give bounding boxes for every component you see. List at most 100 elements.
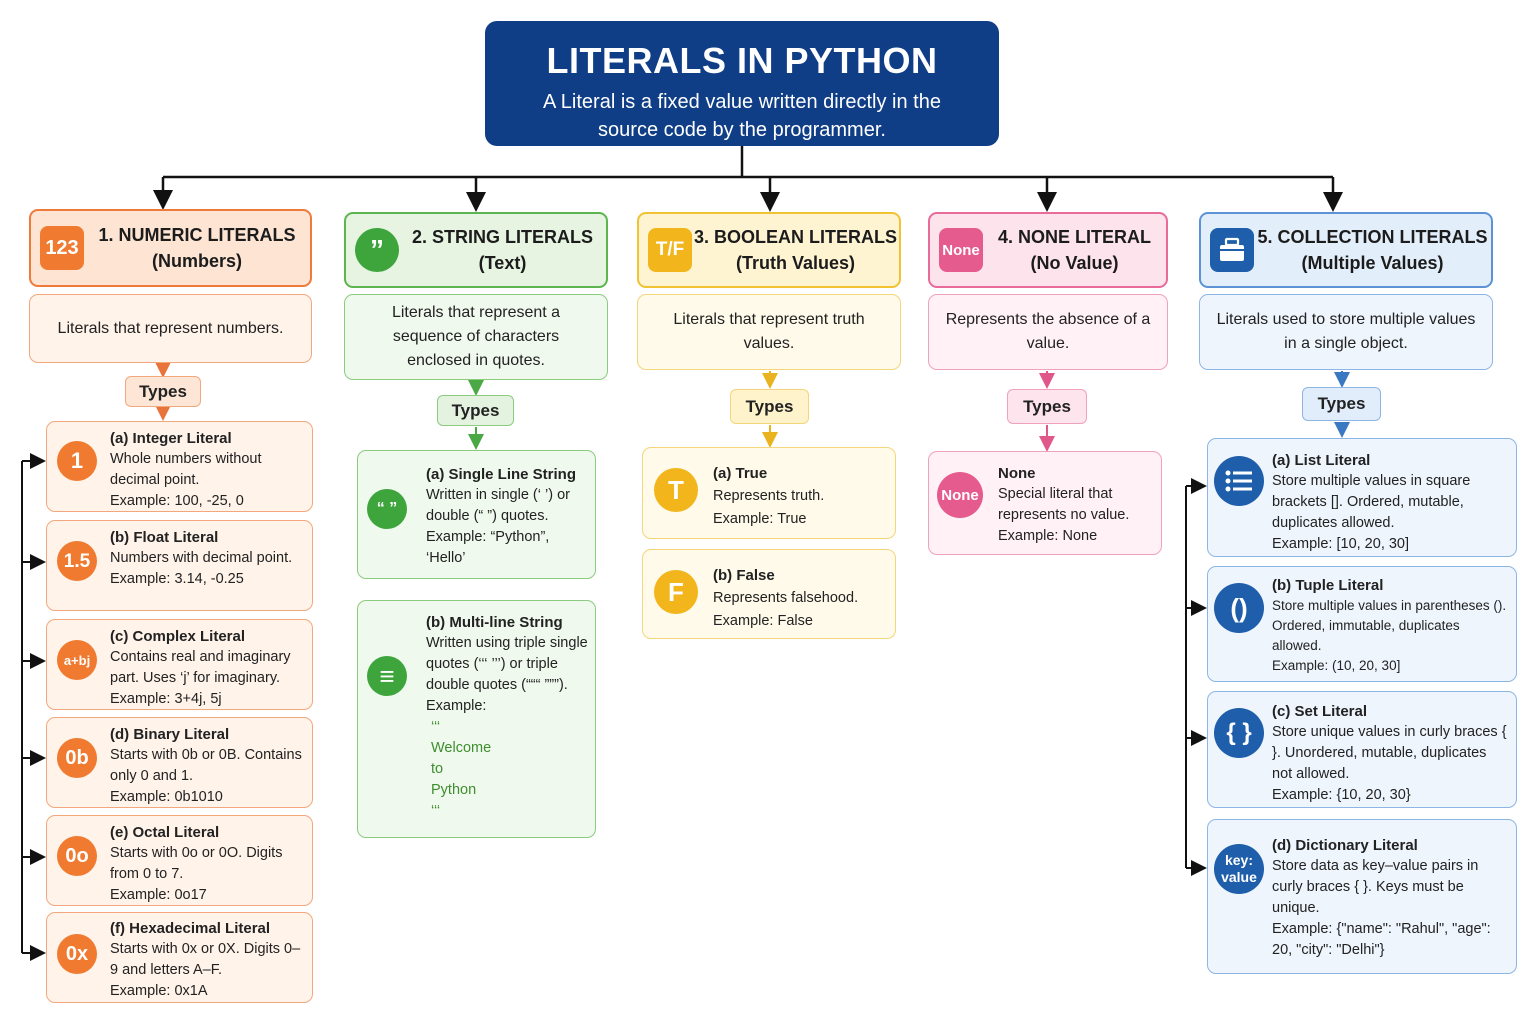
type-desc: Written in single (‘ ’) or double (“ ”) … bbox=[426, 487, 570, 524]
t-letter-icon: T bbox=[654, 468, 698, 512]
boolean-header: T/F 3. BOOLEAN LITERALS (Truth Values) bbox=[637, 212, 901, 288]
string-types-label: Types bbox=[437, 395, 514, 426]
string-title: 2. STRING LITERALS bbox=[411, 227, 593, 247]
type-example: Example: 100, -25, 0 bbox=[110, 493, 244, 509]
complex-a-plus-bj-icon: a+bj bbox=[57, 640, 97, 680]
collection-title: 5. COLLECTION LITERALS bbox=[1257, 227, 1488, 247]
type-example: Example: 0o17 bbox=[110, 887, 207, 903]
code-line: Welcome bbox=[431, 740, 492, 756]
string-header-text: 2. STRING LITERALS (Text) bbox=[399, 224, 606, 276]
none-types-label: Types bbox=[1007, 389, 1087, 424]
type-desc: Store multiple values in parentheses ().… bbox=[1272, 598, 1507, 653]
boolean-title: 3. BOOLEAN LITERALS bbox=[693, 227, 897, 247]
title-box: LITERALS IN PYTHON A Literal is a fixed … bbox=[485, 21, 999, 146]
type-desc: Represents falsehood. bbox=[713, 590, 859, 606]
type-desc: Represents truth. bbox=[713, 488, 825, 504]
none-badge-icon: None bbox=[939, 228, 983, 272]
type-desc: Starts with 0b or 0B. Contains only 0 an… bbox=[110, 747, 302, 784]
collection-types-label: Types bbox=[1302, 387, 1381, 421]
type-title: (b) False bbox=[713, 567, 775, 584]
tuple-literal-card: () (b) Tuple Literal Store multiple valu… bbox=[1207, 566, 1517, 682]
binary-literal-card: 0b (d) Binary Literal Starts with 0b or … bbox=[46, 717, 313, 808]
hexadecimal-0x-icon: 0x bbox=[57, 934, 97, 974]
quote-icon: ” bbox=[355, 228, 399, 272]
lines-icon: ≡ bbox=[367, 656, 407, 696]
complex-literal-card: a+bj (c) Complex Literal Contains real a… bbox=[46, 619, 313, 710]
type-desc: Store multiple values in square brackets… bbox=[1272, 473, 1471, 531]
numeric-types-label: Types bbox=[125, 376, 201, 407]
multi-line-string-card: ≡ (b) Multi-line String Written using tr… bbox=[357, 600, 596, 838]
type-example: Example: True bbox=[713, 511, 807, 527]
type-example: Example: 0x1A bbox=[110, 983, 208, 999]
type-desc: Written using triple single quotes (‘‘‘ … bbox=[426, 635, 588, 693]
type-desc: Special literal that represents no value… bbox=[998, 486, 1130, 523]
type-example: Example: bbox=[426, 698, 487, 714]
integer-1-icon: 1 bbox=[57, 441, 97, 481]
f-letter-icon: F bbox=[654, 570, 698, 614]
string-description: Literals that represent a sequence of ch… bbox=[344, 294, 608, 380]
type-example: Example: “Python”, ‘Hello’ bbox=[426, 529, 550, 566]
false-card: F (b) False Represents falsehood. Exampl… bbox=[642, 549, 896, 639]
float-literal-card: 1.5 (b) Float Literal Numbers with decim… bbox=[46, 520, 313, 611]
type-title: (b) Float Literal bbox=[110, 529, 219, 546]
collection-header-text: 5. COLLECTION LITERALS (Multiple Values) bbox=[1254, 224, 1491, 276]
type-desc: Numbers with decimal point. bbox=[110, 550, 293, 566]
string-header: ” 2. STRING LITERALS (Text) bbox=[344, 212, 608, 288]
type-title: (a) True bbox=[713, 465, 768, 482]
page-subtitle: A Literal is a fixed value written direc… bbox=[543, 91, 941, 141]
octal-literal-card: 0o (e) Octal Literal Starts with 0o or 0… bbox=[46, 815, 313, 906]
type-title: (d) Binary Literal bbox=[110, 726, 230, 743]
type-title: (f) Hexadecimal Literal bbox=[110, 920, 271, 937]
list-literal-card: (a) List Literal Store multiple values i… bbox=[1207, 438, 1517, 557]
none-header-text: 4. NONE LITERAL (No Value) bbox=[983, 224, 1166, 276]
set-literal-card: { } (c) Set Literal Store unique values … bbox=[1207, 691, 1517, 808]
none-subtitle: (No Value) bbox=[1030, 253, 1119, 273]
collection-header: 5. COLLECTION LITERALS (Multiple Values) bbox=[1199, 212, 1493, 288]
type-title: (b) Multi-line String bbox=[426, 614, 563, 631]
numeric-subtitle: (Numbers) bbox=[151, 251, 242, 271]
type-example: Example: 3.14, -0.25 bbox=[110, 571, 244, 587]
box-icon bbox=[1220, 237, 1244, 261]
true-false-icon: T/F bbox=[648, 228, 692, 272]
code-line: Python bbox=[431, 782, 477, 798]
type-desc: Store data as key–value pairs in curly b… bbox=[1272, 858, 1479, 916]
none-card: None None Special literal that represent… bbox=[928, 451, 1162, 555]
type-example: Example: 0b1010 bbox=[110, 789, 223, 805]
type-example: Example: None bbox=[998, 528, 1098, 544]
type-example: Example: {"name": "Rahul", "age": 20, "c… bbox=[1272, 921, 1491, 958]
type-example: Example: False bbox=[713, 613, 813, 629]
type-title: (a) Integer Literal bbox=[110, 430, 232, 447]
type-desc: Contains real and imaginary part. Uses ‘… bbox=[110, 649, 291, 686]
type-title: None bbox=[998, 465, 1036, 482]
boolean-subtitle: (Truth Values) bbox=[735, 253, 856, 273]
type-example: Example: [10, 20, 30] bbox=[1272, 536, 1410, 552]
none-circle-icon: None bbox=[937, 472, 983, 518]
type-title: (a) Single Line String bbox=[426, 466, 577, 483]
numeric-description: Literals that represent numbers. bbox=[29, 294, 312, 363]
boolean-types-label: Types bbox=[730, 389, 809, 424]
double-quotes-icon: “ ” bbox=[367, 489, 407, 529]
code-line: to bbox=[431, 761, 444, 777]
numeric-header-text: 1. NUMERIC LITERALS (Numbers) bbox=[84, 222, 310, 274]
code-line: ‘‘‘ bbox=[431, 719, 441, 735]
numeric-123-icon: 123 bbox=[40, 226, 84, 270]
type-title: (e) Octal Literal bbox=[110, 824, 220, 841]
code-line: ‘‘‘ bbox=[431, 803, 441, 819]
type-desc: Whole numbers without decimal point. bbox=[110, 451, 262, 488]
type-title: (d) Dictionary Literal bbox=[1272, 837, 1418, 854]
octal-0o-icon: 0o bbox=[57, 836, 97, 876]
single-line-string-card: “ ” (a) Single Line String Written in si… bbox=[357, 450, 596, 579]
boolean-header-text: 3. BOOLEAN LITERALS (Truth Values) bbox=[692, 224, 899, 276]
dictionary-literal-card: key: value (d) Dictionary Literal Store … bbox=[1207, 819, 1517, 974]
string-subtitle: (Text) bbox=[478, 253, 527, 273]
page-title: LITERALS IN PYTHON bbox=[546, 40, 938, 81]
true-card: T (a) True Represents truth. Example: Tr… bbox=[642, 447, 896, 539]
binary-0b-icon: 0b bbox=[57, 738, 97, 778]
collection-description: Literals used to store multiple values i… bbox=[1199, 294, 1493, 370]
curly-braces-icon: { } bbox=[1214, 708, 1264, 758]
numeric-header: 123 1. NUMERIC LITERALS (Numbers) bbox=[29, 209, 312, 287]
key-value-icon: key: value bbox=[1214, 844, 1264, 894]
none-title: 4. NONE LITERAL bbox=[997, 227, 1151, 247]
type-desc: Starts with 0x or 0X. Digits 0–9 and let… bbox=[110, 941, 301, 978]
